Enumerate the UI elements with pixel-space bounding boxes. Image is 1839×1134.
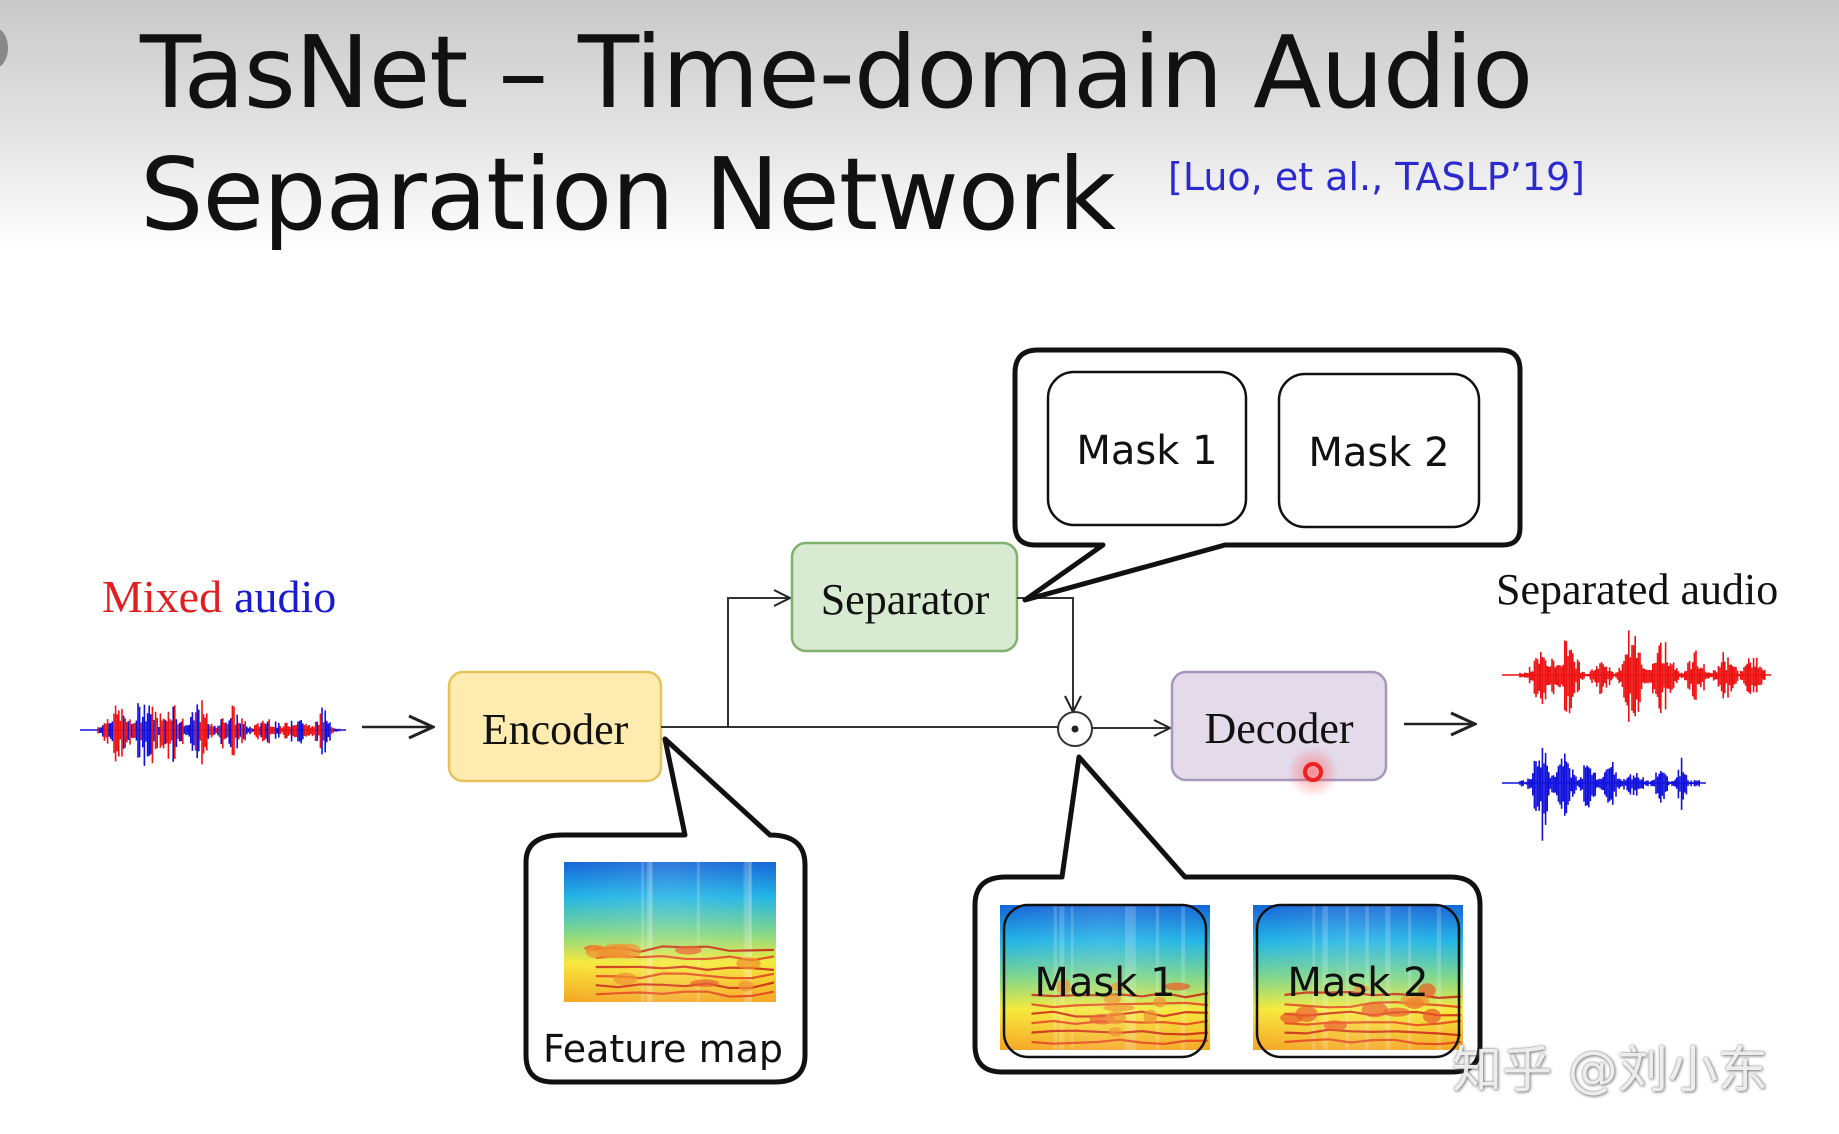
masked1-label: Mask 1 (1034, 960, 1175, 1006)
slide-header (0, 0, 1839, 250)
spectrogram-sheen (564, 862, 776, 1002)
cursor-glow (1287, 746, 1339, 798)
feature-map-label: Feature map (543, 1027, 783, 1071)
citation: [Luo, et al., TASLP’19] (1168, 155, 1585, 199)
mask2-spectrogram (1253, 905, 1463, 1050)
mask1-box (1046, 370, 1248, 527)
mask2-box (1277, 372, 1481, 529)
title-line-2: Separation Network (140, 136, 1116, 253)
separated-audio-waveform-1 (1502, 630, 1771, 722)
corner-marker (0, 28, 8, 68)
mask2-label: Mask 2 (1308, 430, 1449, 476)
arrow-separator-to-multiply (1017, 597, 1073, 712)
mask1-spectrogram (1000, 905, 1210, 1050)
separated-audio-waveform-2 (1502, 747, 1706, 841)
separated-audio-label: Separated audio (1496, 565, 1778, 614)
mixed-audio-label-part2: audio (234, 571, 336, 622)
decoder-label: Decoder (1204, 704, 1353, 753)
feature-map-spectrogram (564, 862, 776, 1002)
separator-label: Separator (821, 575, 990, 624)
encoder-label: Encoder (482, 705, 629, 754)
title-line-1: TasNet – Time-domain Audio (140, 14, 1533, 131)
mask1-spectrogram-frame (1002, 903, 1208, 1059)
mask2-spectrogram-frame (1255, 903, 1461, 1059)
decoder-box (1170, 670, 1388, 782)
arrow-encoder-to-separator (727, 598, 790, 727)
watermark: 知乎 @刘小东 (1452, 1041, 1768, 1099)
cursor-pointer-icon (1303, 762, 1323, 782)
spectrogram-sheen (1253, 905, 1463, 1050)
multiply-dot (1071, 725, 1079, 733)
mask1-label: Mask 1 (1076, 428, 1217, 474)
spectrogram-sheen (1000, 905, 1210, 1050)
masked2-label: Mask 2 (1287, 960, 1428, 1006)
mixed-audio-waveform (80, 700, 346, 766)
mixed-audio-label-part1: Mixed (102, 571, 222, 622)
slide-title: TasNet – Time-domain Audio Separation Ne… (140, 12, 1533, 256)
